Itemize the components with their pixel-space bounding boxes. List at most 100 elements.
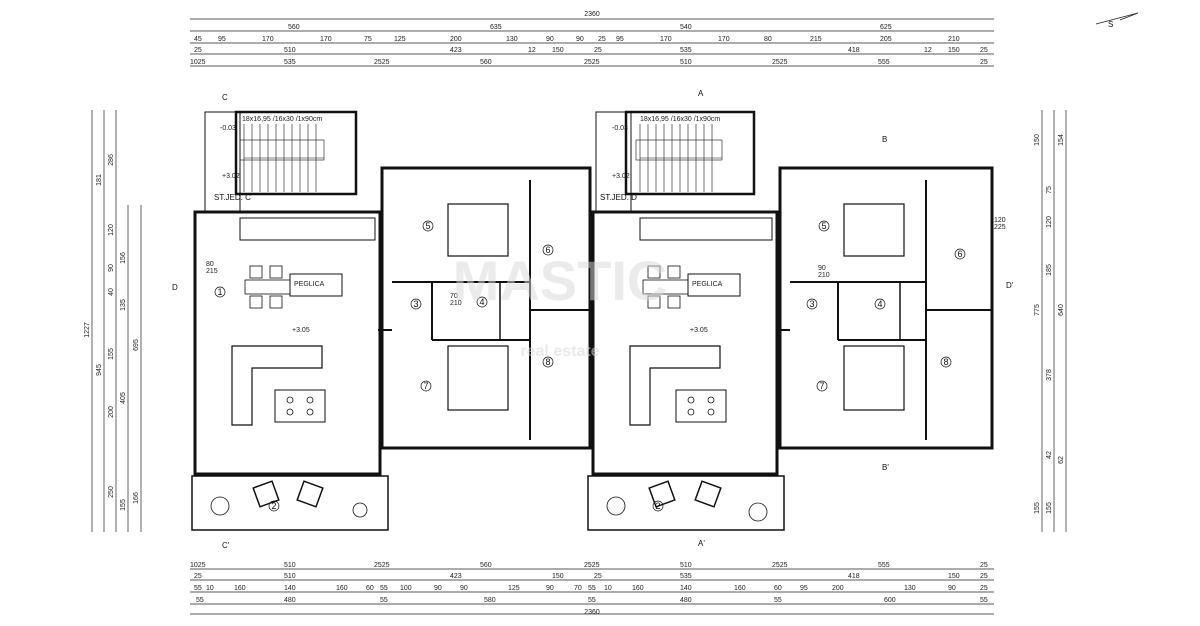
svg-text:205: 205 (880, 36, 892, 43)
svg-text:418: 418 (848, 47, 860, 54)
svg-text:225: 225 (994, 224, 1006, 231)
svg-text:378: 378 (1046, 369, 1053, 381)
section-marker-c-prime: C' (222, 541, 230, 550)
svg-text:PEGLICA: PEGLICA (692, 281, 723, 288)
svg-text:555: 555 (878, 59, 890, 66)
svg-text:75: 75 (364, 36, 372, 43)
svg-text:423: 423 (450, 47, 462, 54)
svg-text:55: 55 (588, 585, 596, 592)
svg-text:510: 510 (680, 59, 692, 66)
svg-text:160: 160 (734, 585, 746, 592)
right-dimension-lines (1041, 110, 1067, 532)
svg-text:210: 210 (948, 36, 960, 43)
svg-text:160: 160 (234, 585, 246, 592)
svg-text:2525: 2525 (374, 562, 390, 569)
svg-text:170: 170 (320, 36, 332, 43)
north-label: S (1108, 20, 1113, 29)
watermark-sub: real estate (520, 343, 599, 360)
stair-core-c (234, 110, 358, 196)
svg-text:150: 150 (948, 573, 960, 580)
svg-text:150: 150 (948, 47, 960, 54)
stair-core-d (624, 110, 756, 196)
svg-text:25: 25 (980, 59, 988, 66)
svg-text:200: 200 (832, 585, 844, 592)
svg-text:775: 775 (1034, 304, 1041, 316)
top-dim-row-4: 1025 535 2525 560 2525 510 2525 555 25 (190, 59, 988, 66)
svg-text:25: 25 (980, 47, 988, 54)
bottom-dim-row-1: 1025 510 2525 560 2525 510 2525 555 25 (190, 562, 988, 569)
svg-text:95: 95 (616, 36, 624, 43)
svg-text:405: 405 (120, 392, 127, 404)
section-marker-b-prime: B' (882, 463, 889, 472)
svg-text:90: 90 (460, 585, 468, 592)
unit-d-label: ST.JED. D (600, 193, 637, 202)
svg-text:540: 540 (680, 24, 692, 31)
svg-text:18x16,95 /16x30 /1x90cm: 18x16,95 /16x30 /1x90cm (640, 116, 720, 123)
svg-text:625: 625 (880, 24, 892, 31)
top-dim-row-1: 560 635 540 625 (288, 24, 892, 31)
svg-text:200: 200 (108, 406, 115, 418)
svg-text:555: 555 (878, 562, 890, 569)
svg-text:200: 200 (450, 36, 462, 43)
svg-text:45: 45 (194, 36, 202, 43)
top-dim-row-2: 45 95 170 170 75 125 200 130 90 90 25 95… (194, 36, 960, 43)
svg-text:+3.05: +3.05 (292, 327, 310, 334)
svg-text:635: 635 (490, 24, 502, 31)
svg-text:95: 95 (800, 585, 808, 592)
bottom-dim-row-4: 55 480 55 580 55 480 55 600 55 (196, 597, 988, 604)
svg-text:600: 600 (884, 597, 896, 604)
svg-text:90: 90 (108, 264, 115, 272)
svg-text:25: 25 (594, 47, 602, 54)
svg-text:210: 210 (818, 272, 830, 279)
left-dimension-lines (91, 110, 142, 532)
svg-text:155: 155 (1046, 502, 1053, 514)
svg-text:2525: 2525 (584, 562, 600, 569)
svg-text:160: 160 (632, 585, 644, 592)
svg-text:55: 55 (980, 597, 988, 604)
unit-d-labels: ST.JED. D 18x16,95 /16x30 /1x90cm -0.03 … (600, 89, 1014, 548)
unit-c (191, 110, 592, 531)
svg-text:+3.02: +3.02 (222, 173, 240, 180)
svg-text:155: 155 (108, 348, 115, 360)
svg-text:250: 250 (108, 486, 115, 498)
svg-text:-0.03: -0.03 (220, 125, 236, 132)
svg-text:+3.02: +3.02 (612, 173, 630, 180)
right-dim-labels: 150 154 75 120 185 775 640 378 42 62 155… (1034, 134, 1065, 514)
svg-text:150: 150 (552, 47, 564, 54)
svg-text:PEGLICA: PEGLICA (294, 281, 325, 288)
svg-text:510: 510 (680, 562, 692, 569)
svg-text:535: 535 (284, 59, 296, 66)
svg-text:80: 80 (764, 36, 772, 43)
svg-text:90: 90 (546, 585, 554, 592)
svg-text:90: 90 (546, 36, 554, 43)
svg-text:90: 90 (818, 265, 826, 272)
svg-text:62: 62 (1058, 456, 1065, 464)
svg-text:154: 154 (1058, 134, 1065, 146)
unit-d-room-numbers: 3 4 5 6 7 8 2 (652, 220, 966, 512)
svg-text:70: 70 (450, 293, 458, 300)
unit-c-room-numbers: 1 2 3 4 5 6 7 8 (214, 220, 554, 512)
svg-text:166: 166 (133, 492, 140, 504)
svg-text:120: 120 (1046, 216, 1053, 228)
svg-text:140: 140 (680, 585, 692, 592)
svg-text:125: 125 (508, 585, 520, 592)
svg-text:1227: 1227 (84, 322, 91, 338)
bottom-dimension-lines (190, 568, 994, 615)
svg-text:6: 6 (545, 245, 550, 255)
svg-text:170: 170 (262, 36, 274, 43)
left-dim-labels: 1227 945 181 286 120 90 40 155 200 135 2… (84, 154, 140, 511)
svg-text:480: 480 (680, 597, 692, 604)
svg-text:42: 42 (1046, 451, 1053, 459)
svg-text:25: 25 (598, 36, 606, 43)
svg-text:2525: 2525 (374, 59, 390, 66)
unit-c-labels: ST.JED. C 18x16,95 /16x30 /1x90cm -0.03 … (172, 93, 462, 550)
svg-text:155: 155 (120, 499, 127, 511)
section-marker-b: B (882, 135, 887, 144)
svg-text:25: 25 (194, 573, 202, 580)
svg-text:25: 25 (194, 47, 202, 54)
svg-text:560: 560 (480, 562, 492, 569)
svg-text:560: 560 (480, 59, 492, 66)
svg-text:535: 535 (680, 47, 692, 54)
svg-text:2525: 2525 (772, 562, 788, 569)
